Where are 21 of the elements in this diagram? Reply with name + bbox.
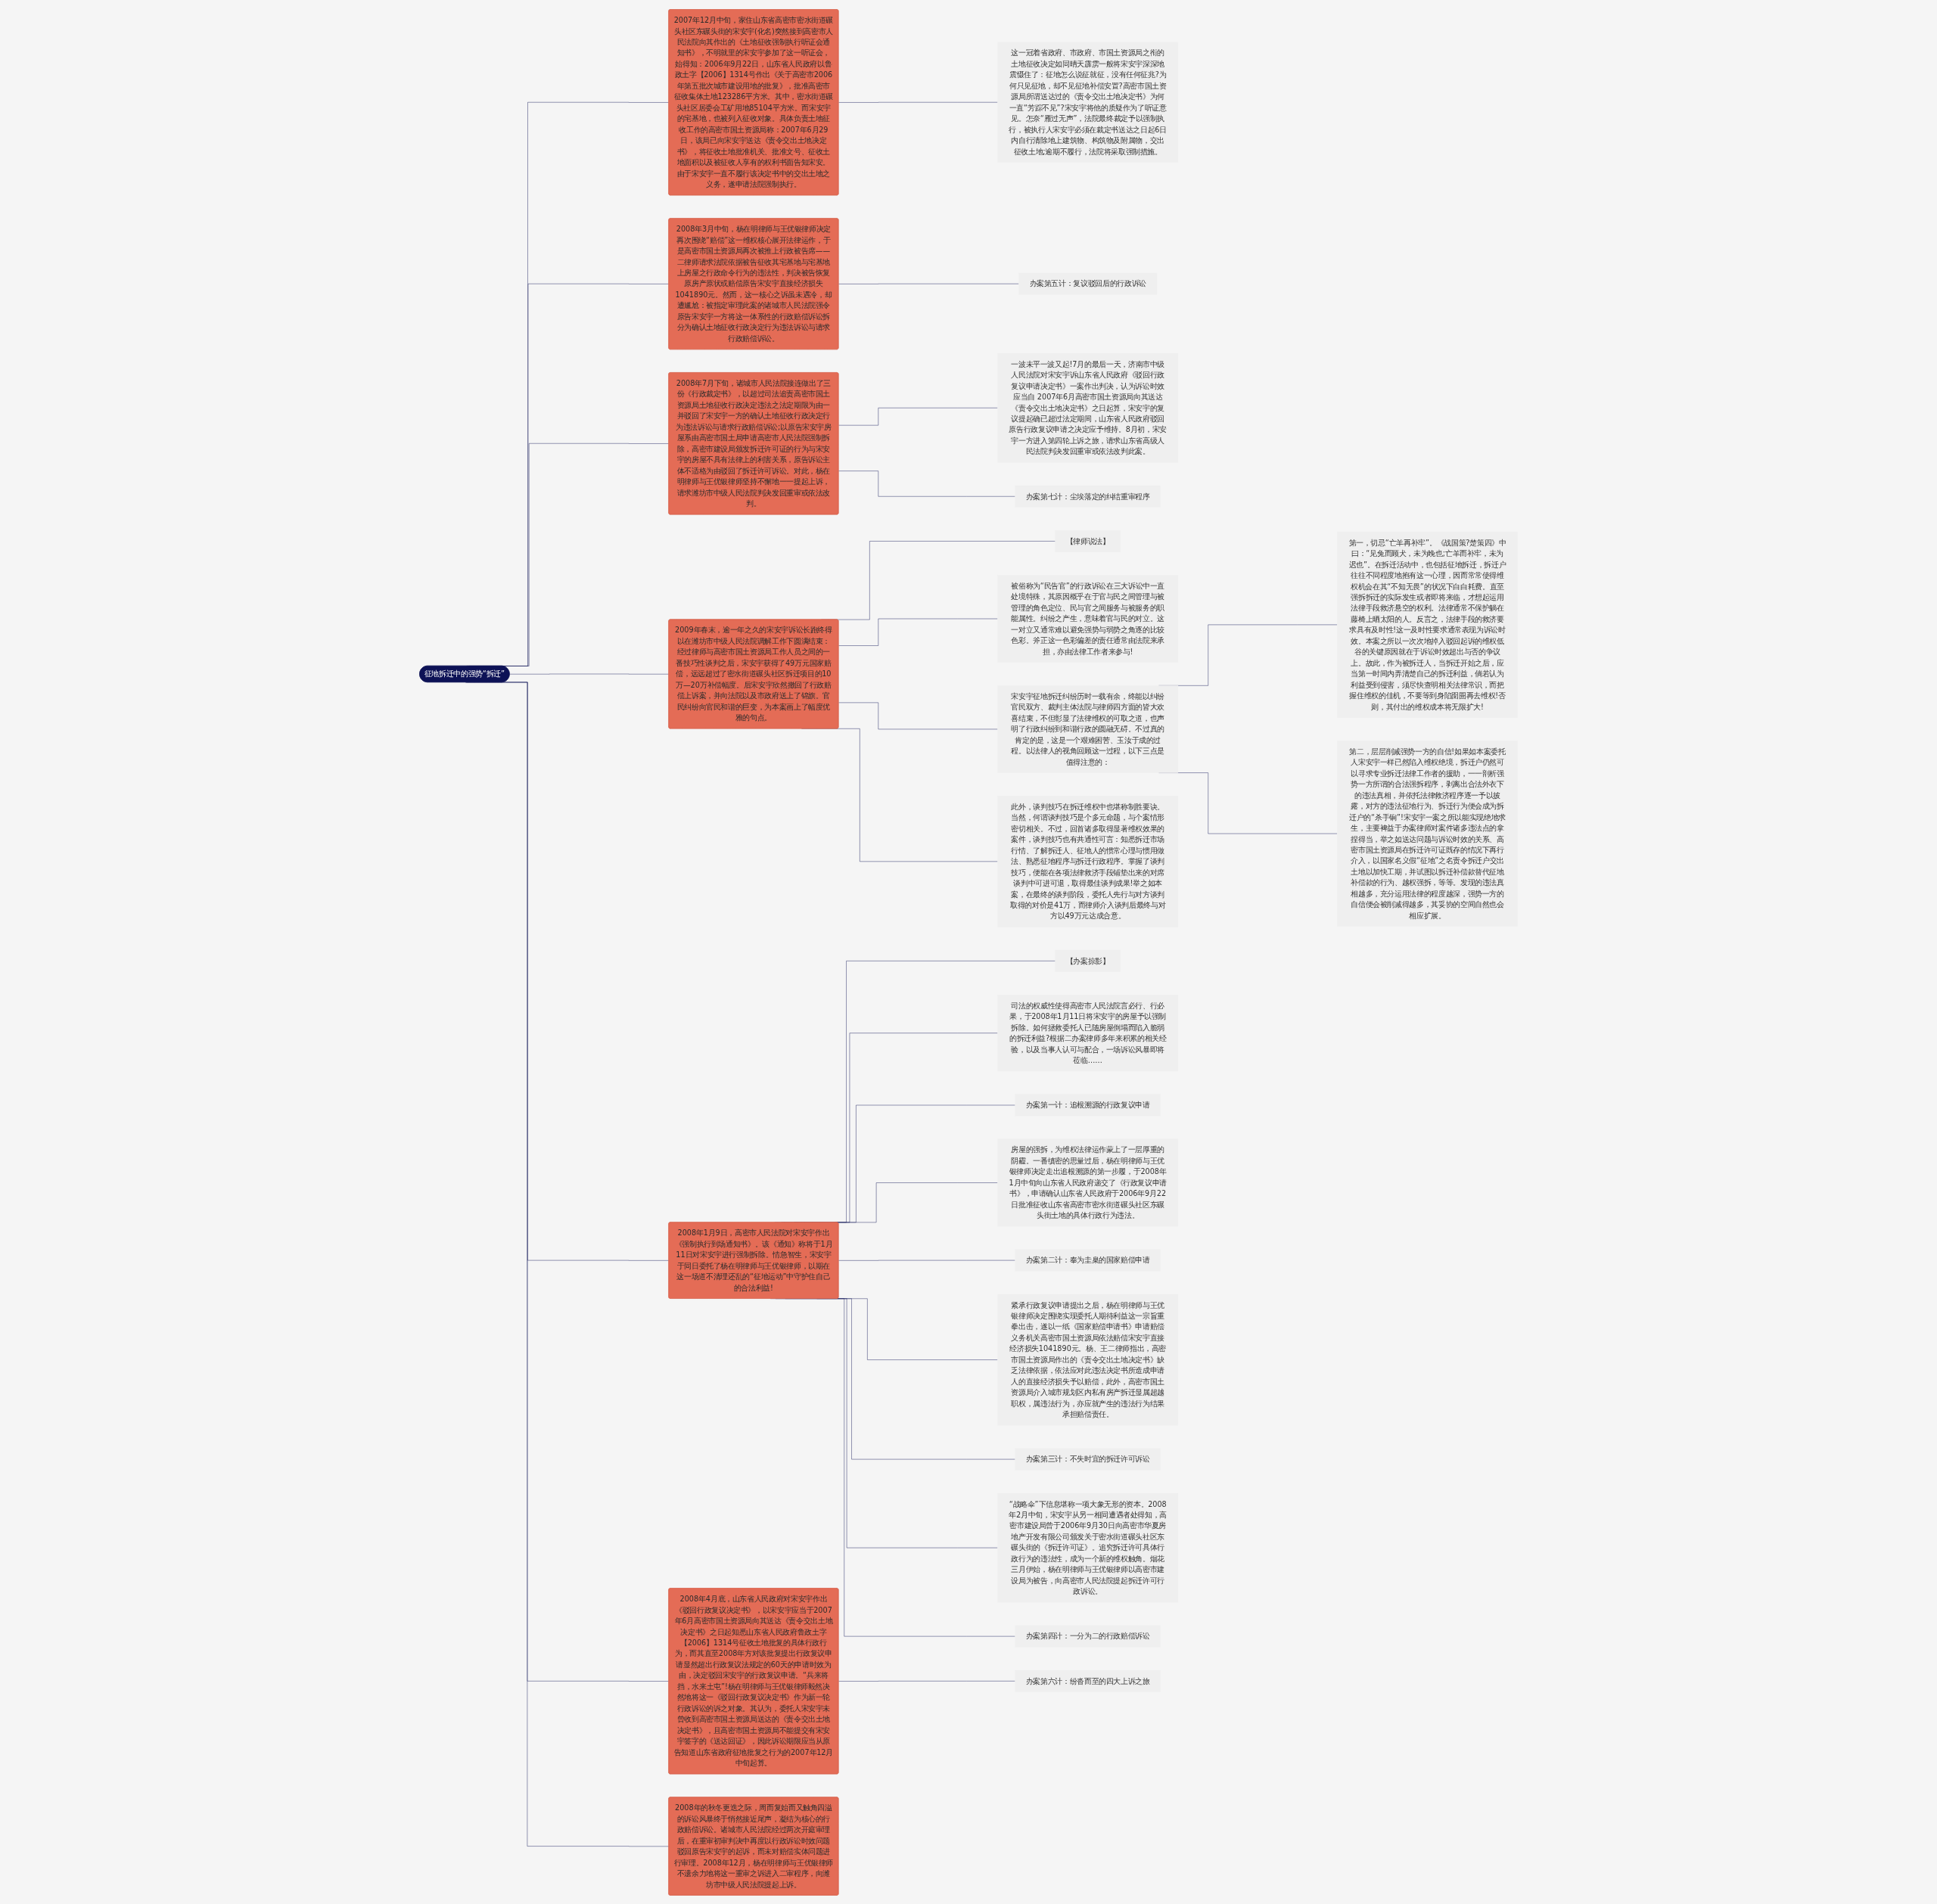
node-box: 第二，层层削减强势一方的自信!如果如本案委托人宋安宇一样已然陷入维权绝境，拆迁户仍然可以寻求专业拆迁法律工作者的援助，一一剖析强势一方所谓的合法强拆程序，剥离出合法外衣下的违法真相，并依托法律救济程序逐一予以披露，对方的违法征地行为、拆迁行为便会成为拆迁户的“杀手锏”!宋安宇一案之所以能实现绝地求生，主要裨益于办案律师对案件诸多违法点的拿捏得当，举之如送达问题与诉讼时效的关系、高密市国土资源局在拆迁许可证既存的情况下再行介入，以国家名义假“征地”之名责令拆迁户交出土地以加快工期，并试图以拆迁补偿款替代征地补偿款的行为、越权强拆，等等。发现的违法真相越多，充分运用法律的程度越深，强势一方的自信便会被削减得越多，其妥协的空间自然也会相应扩展。 (1336, 740, 1518, 927)
node-box: 房屋的强拆，为维权法律运作蒙上了一层厚重的阴霾。一番缜密的思量过后，杨在明律师与王优银律师决定走出追根溯源的第一步履，于2008年1月中旬向山东省人民政府递交了《行政复议申请书》，申请确认山东省人民政府于2006年9月22日批准征收山东省高密市密水街道碾头社区东碾头街土地的具体行政行为违法。 (997, 1138, 1178, 1226)
node-box: 办案第二计：奉为圭臬的国家赔偿申请 (1015, 1249, 1161, 1272)
node-box: 被俗称为“民告官”的行政诉讼在三大诉讼中一直处境特殊，其原因概乎在于官与民之间管理与被管理的角色定位、民与官之间服务与被服务的职能属性。纠纷之产生，意味着官与民的对立。这一对立又通常难以避免强势与弱势之角逐的比较色彩。斧正这一色彩偏差的责任通常由法院来承担，亦由法律工作者来参与! (997, 574, 1178, 663)
node-box: 这一冠着省政府、市政府、市国土资源局之衔的土地征收决定如同晴天霹雳一般将宋安宇深深地震慑住了：征地怎么说征就征，没有任何征兆?为何只见征地，却不见征地补偿安置?高密市国土资源局所谓送达过的《责令交出土地决定书》为何一直“芳踪不见”?宋安宇将他的质疑作为了听证意见。怎奈“雁过无声”，法院最终裁定予以强制执行，被执行人宋安宇必须在裁定书送达之日起6日内自行清除地上建筑物、构筑物及附属物，交出征收土地;逾期不履行，法院将采取强制措施。 (997, 42, 1178, 163)
node-box: 紧承行政复议申请提出之后，杨在明律师与王优银律师决定围绕实现委托人期待利益这一宗旨重拳出击，遂以一纸《国家赔偿申请书》申请赔偿义务机关高密市国土资源局依法赔偿宋安宇直接经济损失1041890元。杨、王二律师指出，高密市国土资源局作出的《责令交出土地决定书》缺乏法律依据，依法应对此违法决定书所造成申请人的直接经济损失予以赔偿，此外，高密市国土资源局介入城市规划区内私有房产拆迁显属超越职权，属违法行为，亦应就产生的违法行为结果承担赔偿责任。 (997, 1294, 1178, 1425)
connector (509, 673, 669, 674)
node-box: 办案第六计：纷沓而至的四大上诉之旅 (1015, 1669, 1161, 1692)
node-box: 宋安宇征地拆迁纠纷历时一载有余，终能以纠纷官民双方、裁判主体法院与律师四方面的皆大欢喜结束，不但彰显了法律维权的可取之道，也声明了行政纠纷到和谐行政的圆融无碍。不过真的肯定的是，这是一个艰难困苦、玉汝于成的过程。以法律人的视角回顾这一过程，以下三点是值得注意的： (997, 685, 1178, 773)
node-box: 办案第四计：一分为二的行政赔偿诉讼 (1015, 1625, 1161, 1648)
node-box: 办案第三计：不失时宜的拆迁许可诉讼 (1015, 1448, 1161, 1471)
node-box: “战略伞”下信息堪称一项大象无形的资本。2008年2月中旬，宋安宇从另一相同遭遇者处得知，高密市建设局曾于2006年9月30日向高密市华夏房地产开发有限公司颁发关于密水街道碾头社区东碾头街的《拆迁许可证》。追究拆迁许可具体行政行为的违法性，成为一个新的维权触角。烟花三月伊始，杨在明律师与王优银律师以高密市建设局为被告，向高密市人民法院提起拆迁许可行政诉讼。 (997, 1492, 1178, 1602)
node-box: 司法的权威性使得高密市人民法院言必行、行必果，于2008年1月11日将宋安宇的房屋予以强制拆除。如何拯救委托人已随房屋倒塌而陷入脆弱的拆迁利益?根据二办案律师多年来积累的相关经验，以及当事人认可与配合，一场诉讼风暴即将莅临…… (997, 994, 1178, 1071)
node-box: 办案第七计：尘埃落定的纠结重审程序 (1015, 485, 1161, 508)
node-box: 【办案掠影】 (1055, 949, 1121, 972)
node-box: 第一，切忌“亡羊再补牢”。《战国策?楚策四》中曰：“见兔而顾犬，未为晚也;亡羊而补牢，未为迟也”。在拆迁活动中，也包括征地拆迁，拆迁户往往不同程度地抱有这一心理，因而常常使得维权机会在其“不知无畏”的状况下白白耗费。直至强拆拆迁的实际发生或者即将来临，才想起运用法律手段救济悬空的权利。法律通常不保护躺在藤椅上晒太阳的人。反言之，法律手段的救济要求具有及时性!这一及时性要求通常表现为诉讼时效。本案之所以一次次地掉入驳回起诉的维权低谷的关键原因就在于诉讼时效超出与否的争议上。故此，作为被拆迁人，当拆迁开始之后，应当第一时间内弄清楚自己的拆迁利益，倘若认为利益受到侵害，须尽快查明相关法律常识，而把握住维权的佳机，不要等到身陷囹圄再去维权!否则，其付出的维权成本将无限扩大! (1336, 531, 1518, 718)
node-box: 办案第一计：追根溯源的行政复议申请 (1015, 1094, 1161, 1116)
node-box: 一波未平一波又起!7月的最后一天，济南市中级人民法院对宋安宇诉山东省人民政府《驳回行政复议申请决定书》一案作出判决，认为诉讼时效应当自 2007年6月高密市国土资源局向其送达《责令交出土地决定书》之日起算，宋安宇的复议提起确已超过法定期间，山东省人民政府驳回原告行政复议申请之决定应予维持。8月初，宋安宇一方进入第四轮上诉之旅，请求山东省高级人民法院判决发回重审或依法改判此案。 (997, 353, 1178, 463)
node-box: 此外，谈判技巧在拆迁维权中也堪称制胜要诀。当然，何谓谈判技巧是个多元命题，与个案情形密切相关。不过，回首诸多取得显著维权效果的案件，谈判技巧也有共通性可言：知悉拆迁市场行情、了解拆迁人、征地人的惯常心理与惯用做法、熟悉征地程序与拆迁行政程序。掌握了谈判技巧，便能在各项法律救济手段铺垫出来的对席谈判中可进可退，取得最佳谈判成果!举之如本案，在最终的谈判阶段，委托人先行与对方谈判取得的对价是41万，而律师介入谈判后最终与对方以49万元达成合意。 (997, 795, 1178, 927)
node-box: 【律师说法】 (1055, 530, 1121, 552)
node-box: 办案第五计：复议驳回后的行政诉讼 (1018, 272, 1157, 295)
